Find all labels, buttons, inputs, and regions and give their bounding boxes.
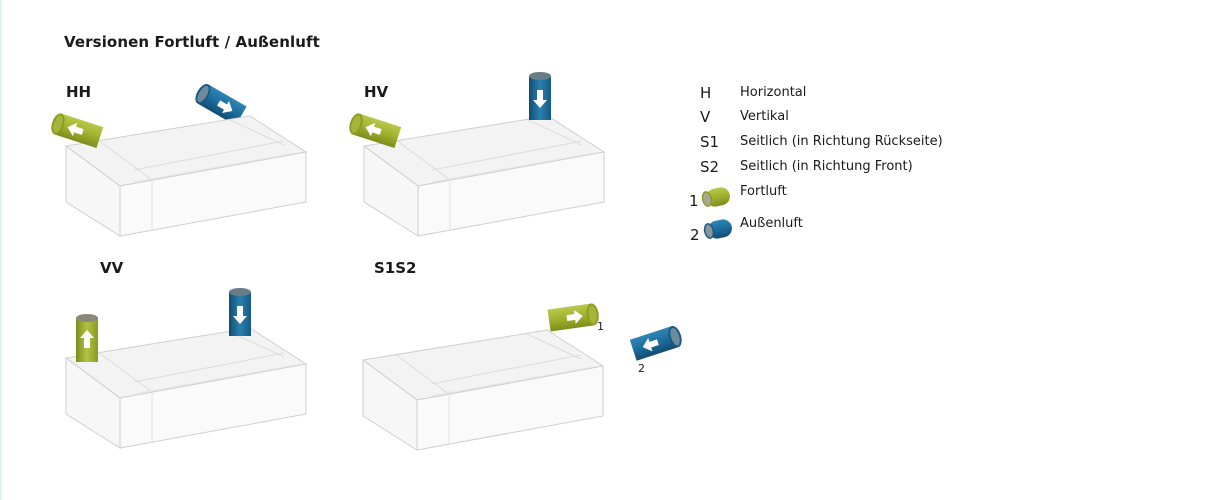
legend-key: V: [700, 108, 711, 126]
fortluft-pipe: [76, 314, 98, 362]
legend-number-1: 1: [689, 192, 699, 210]
variant-label-hv: HV: [364, 83, 389, 101]
variant-label-hh: HH: [66, 83, 92, 101]
legend-text: Horizontal: [740, 85, 807, 100]
legend-key: H: [700, 84, 712, 102]
aussenluft-pipe: [629, 324, 685, 361]
legend-number-2: 2: [690, 226, 700, 244]
variant-vv-diagram: [65, 288, 307, 449]
variant-hv-diagram: [346, 72, 605, 237]
legend-text-aussenluft: Außenluft: [740, 216, 803, 231]
aussenluft-pipe: [229, 288, 251, 336]
legend-aussenluft-pipe-icon: [703, 219, 732, 239]
ventilation-unit: [65, 327, 307, 449]
legend-fortluft-pipe-icon: [701, 187, 730, 207]
variant-s1s2-diagram: [362, 302, 685, 451]
legend-key: S2: [700, 158, 720, 176]
variant-hh-diagram: [48, 81, 307, 237]
callout-1: 1: [597, 320, 604, 333]
variant-label-vv: VV: [100, 259, 124, 277]
ventilation-unit: [362, 329, 604, 451]
fortluft-pipe: [48, 111, 104, 149]
aussenluft-pipe: [529, 72, 551, 120]
page-title: Versionen Fortluft / Außenluft: [64, 33, 320, 51]
legend-key: S1: [700, 133, 720, 151]
left-edge-line: [0, 0, 2, 500]
callout-2: 2: [638, 362, 645, 375]
fortluft-pipe: [346, 111, 402, 149]
ventilation-unit: [363, 115, 605, 237]
legend-text-fortluft: Fortluft: [740, 184, 787, 199]
legend-text: Vertikal: [740, 109, 789, 124]
ventilation-unit: [65, 115, 307, 237]
legend-text: Seitlich (in Richtung Rückseite): [740, 134, 943, 149]
legend-text: Seitlich (in Richtung Front): [740, 159, 913, 174]
fortluft-pipe: [547, 302, 601, 332]
variant-label-s1s2: S1S2: [374, 259, 417, 277]
